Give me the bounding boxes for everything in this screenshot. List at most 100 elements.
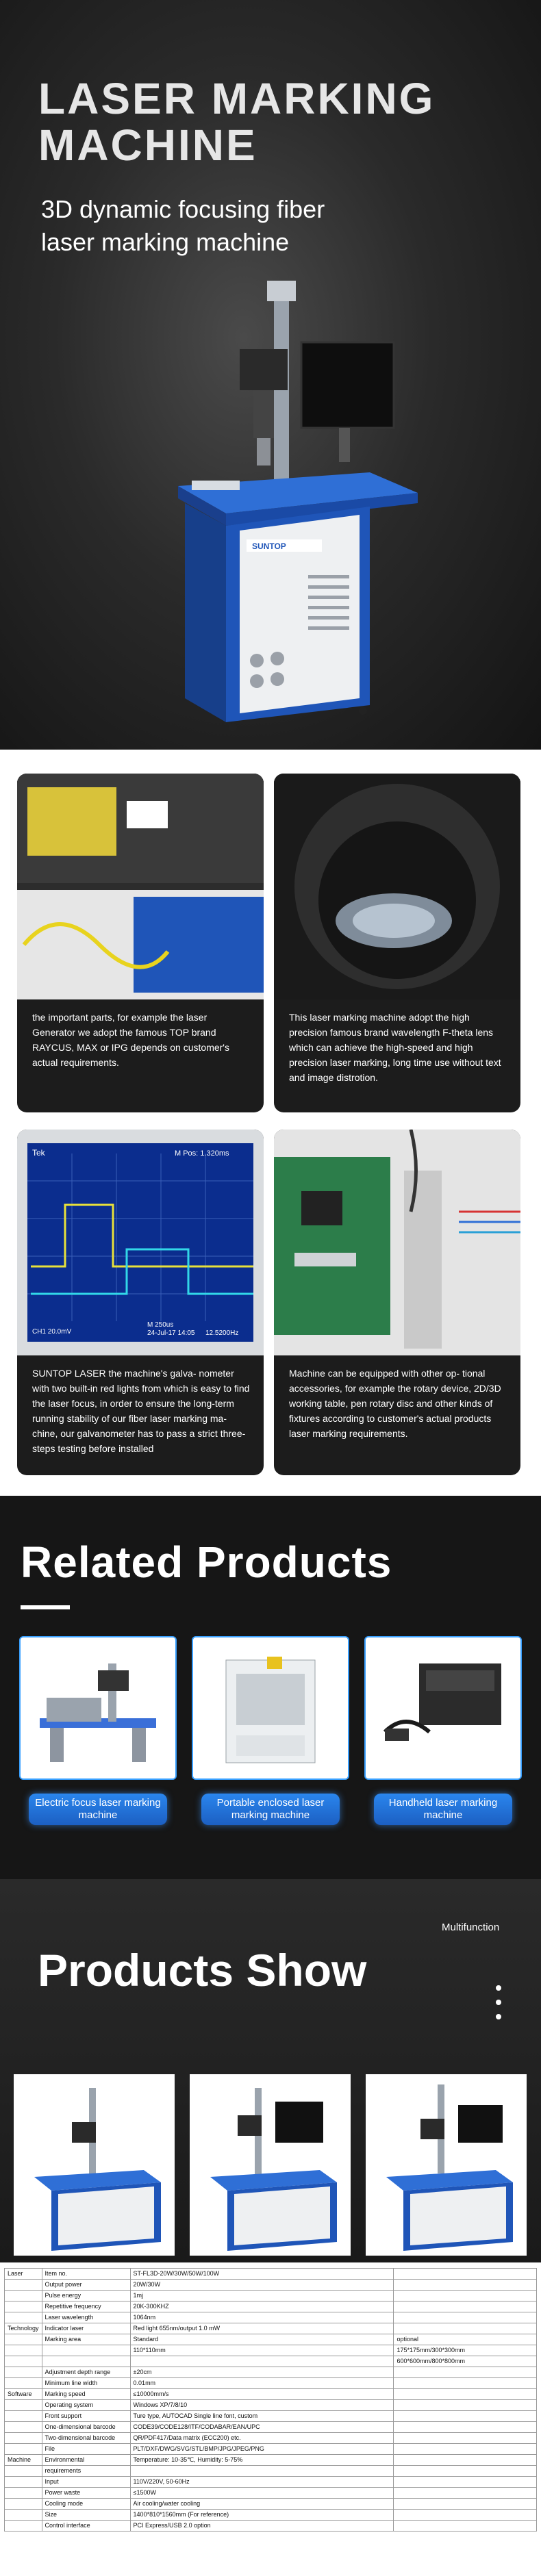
spec-value [129, 2465, 394, 2477]
hero-title-line1: LASER MARKING [38, 74, 436, 123]
spec-item: Environmental [41, 2454, 131, 2466]
spec-value [129, 2356, 394, 2367]
product-show-card[interactable] [190, 2074, 351, 2256]
spec-category [4, 2290, 42, 2301]
spec-category [4, 2443, 42, 2455]
products-show-title: Products Show [38, 1945, 367, 1995]
more-dots-icon[interactable] [496, 1985, 503, 2028]
spec-value: Red light 655nm/output 1.0 mW [129, 2323, 394, 2334]
spec-value: ST-FL3D-20W/30W/50W/100W [129, 2268, 394, 2280]
spec-category [4, 2334, 42, 2345]
spec-value: 110V/220V, 50-60Hz [129, 2476, 394, 2488]
spec-value: 110*110mm [129, 2345, 394, 2356]
related-product-card[interactable]: Handheld laser marking machine [364, 1636, 522, 1828]
spec-value-optional [393, 2388, 537, 2400]
product-image-frame [192, 1636, 349, 1780]
hero-subtitle: 3D dynamic focusing fiber laser marking … [41, 193, 425, 259]
f-theta-lens-photo [274, 774, 520, 999]
feature-card-laser-source: the important parts, for example the las… [17, 774, 264, 1112]
related-product-card[interactable]: Portable enclosed laser marking machine [192, 1636, 349, 1828]
spec-category [4, 2432, 42, 2444]
product-image-frame [364, 1636, 522, 1780]
spec-value: Ture type, AUTOCAD Single line font, cus… [129, 2410, 394, 2422]
laser-source-photo [17, 774, 264, 999]
spec-item: Size [41, 2509, 131, 2521]
spec-value: 1mj [129, 2290, 394, 2301]
spec-value-optional [393, 2443, 537, 2455]
scope-trigger: M Pos: 1.320ms [175, 1149, 229, 1158]
spec-item: Pulse energy [41, 2290, 131, 2301]
spec-value-optional: optional [393, 2334, 537, 2345]
products-show-section: Multifunction Products Show [0, 1879, 541, 2262]
product-image-frame [19, 1636, 177, 1780]
spec-value-optional [393, 2509, 537, 2521]
spec-value-optional [393, 2454, 537, 2466]
spec-item: Input [41, 2476, 131, 2488]
spec-value-optional [393, 2290, 537, 2301]
scope-brand: Tek [32, 1148, 46, 1158]
product-show-card[interactable] [366, 2074, 527, 2256]
spec-item: One-dimensional barcode [41, 2421, 131, 2433]
feature-text: SUNTOP LASER the machine's galva- nomete… [32, 1368, 250, 1454]
handheld-machine-image [371, 1643, 515, 1773]
hero-subtitle-line2: laser marking machine [41, 228, 290, 256]
spec-value-optional [393, 2312, 537, 2323]
spec-category: Technology [4, 2323, 42, 2334]
spec-category [4, 2421, 42, 2433]
spec-item: File [41, 2443, 131, 2455]
hero-title: LASER MARKING MACHINE [38, 75, 518, 168]
related-product-label[interactable]: Portable enclosed laser marking machine [201, 1794, 340, 1825]
laser-marking-machine-image: SUNTOP [178, 281, 418, 731]
spec-category [4, 2367, 42, 2378]
spec-value: PCI Express/USB 2.0 option [129, 2520, 394, 2532]
spec-value: 1064nm [129, 2312, 394, 2323]
spec-category [4, 2509, 42, 2521]
spec-value: Windows XP/7/8/10 [129, 2399, 394, 2411]
spec-item: Power waste [41, 2487, 131, 2499]
spec-category [4, 2498, 42, 2510]
related-product-label[interactable]: Electric focus laser marking machine [29, 1794, 167, 1825]
spec-category [4, 2345, 42, 2356]
related-product-card[interactable]: Electric focus laser marking machine [19, 1636, 177, 1828]
spec-value-optional [393, 2487, 537, 2499]
spec-value: ±20cm [129, 2367, 394, 2378]
brand-plate: SUNTOP [252, 541, 286, 551]
spec-value-optional [393, 2432, 537, 2444]
feature-text: Machine can be equipped with other op- t… [289, 1368, 501, 1439]
spec-category [4, 2301, 42, 2312]
hero-subtitle-line1: 3D dynamic focusing fiber [41, 195, 325, 223]
feature-card-galvanometer: Tek M Pos: 1.320ms CH1 20.0mV M 250us 24… [17, 1130, 264, 1475]
title-underline [21, 1605, 70, 1609]
spec-category [4, 2399, 42, 2411]
spec-category [4, 2279, 42, 2291]
spec-item: Front support [41, 2410, 131, 2422]
spec-category [4, 2312, 42, 2323]
spec-value: ≤1500W [129, 2487, 394, 2499]
product-machine-image [210, 2088, 337, 2251]
product-show-card[interactable] [14, 2074, 175, 2256]
related-products-section: Related Products Electric focus laser ma… [0, 1496, 541, 1879]
spec-item: Adjustment depth range [41, 2367, 131, 2378]
spec-value-optional [393, 2465, 537, 2477]
oscilloscope-photo: Tek M Pos: 1.320ms CH1 20.0mV M 250us 24… [17, 1130, 264, 1355]
table-row: requirements [4, 2465, 537, 2477]
spec-category [4, 2356, 42, 2367]
spec-item: Repetitive frequency [41, 2301, 131, 2312]
scope-time: M 250us [147, 1321, 173, 1329]
related-product-label[interactable]: Handheld laser marking machine [374, 1794, 512, 1825]
spec-value: PLT/DXF/DWG/SVG/STL/BMP/JPG/JPEG/PNG [129, 2443, 394, 2455]
spec-item: Marking area [41, 2334, 131, 2345]
scope-freq: 12.5200Hz [205, 1329, 238, 1337]
spec-value: Air cooling/water cooling [129, 2498, 394, 2510]
